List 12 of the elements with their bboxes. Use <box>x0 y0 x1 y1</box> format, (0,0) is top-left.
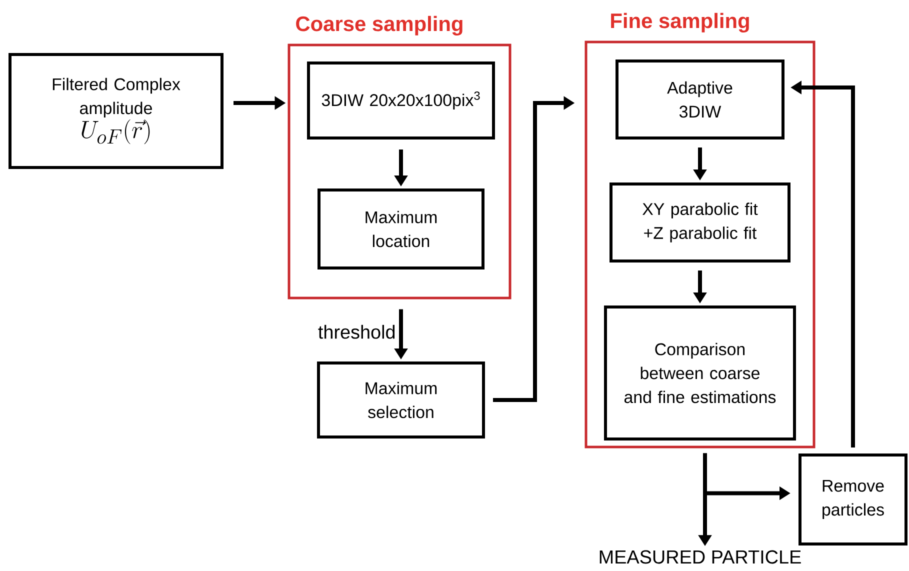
process-box: Remove particles <box>798 454 908 546</box>
edge-label: threshold <box>316 324 397 340</box>
process-box: Adaptive 3DIW <box>616 60 784 140</box>
group-title: Coarse sampling <box>296 16 462 36</box>
process-box: Comparison between coarse and fine estimations <box>604 306 796 440</box>
group-title: Fine sampling <box>611 12 749 32</box>
process-box: Maximum selection <box>317 362 485 438</box>
process-box: Filtered Complex amplitude $U_{oF}(\vec{r})$ <box>8 53 224 169</box>
process-box: 3DIW 20x20x100pix$^{3}$ <box>307 62 495 140</box>
output-label: MEASURED PARTICLE <box>600 550 801 564</box>
process-box: XY parabolic fit +Z parabolic fit <box>610 182 790 262</box>
process-box: Maximum location <box>318 188 484 270</box>
